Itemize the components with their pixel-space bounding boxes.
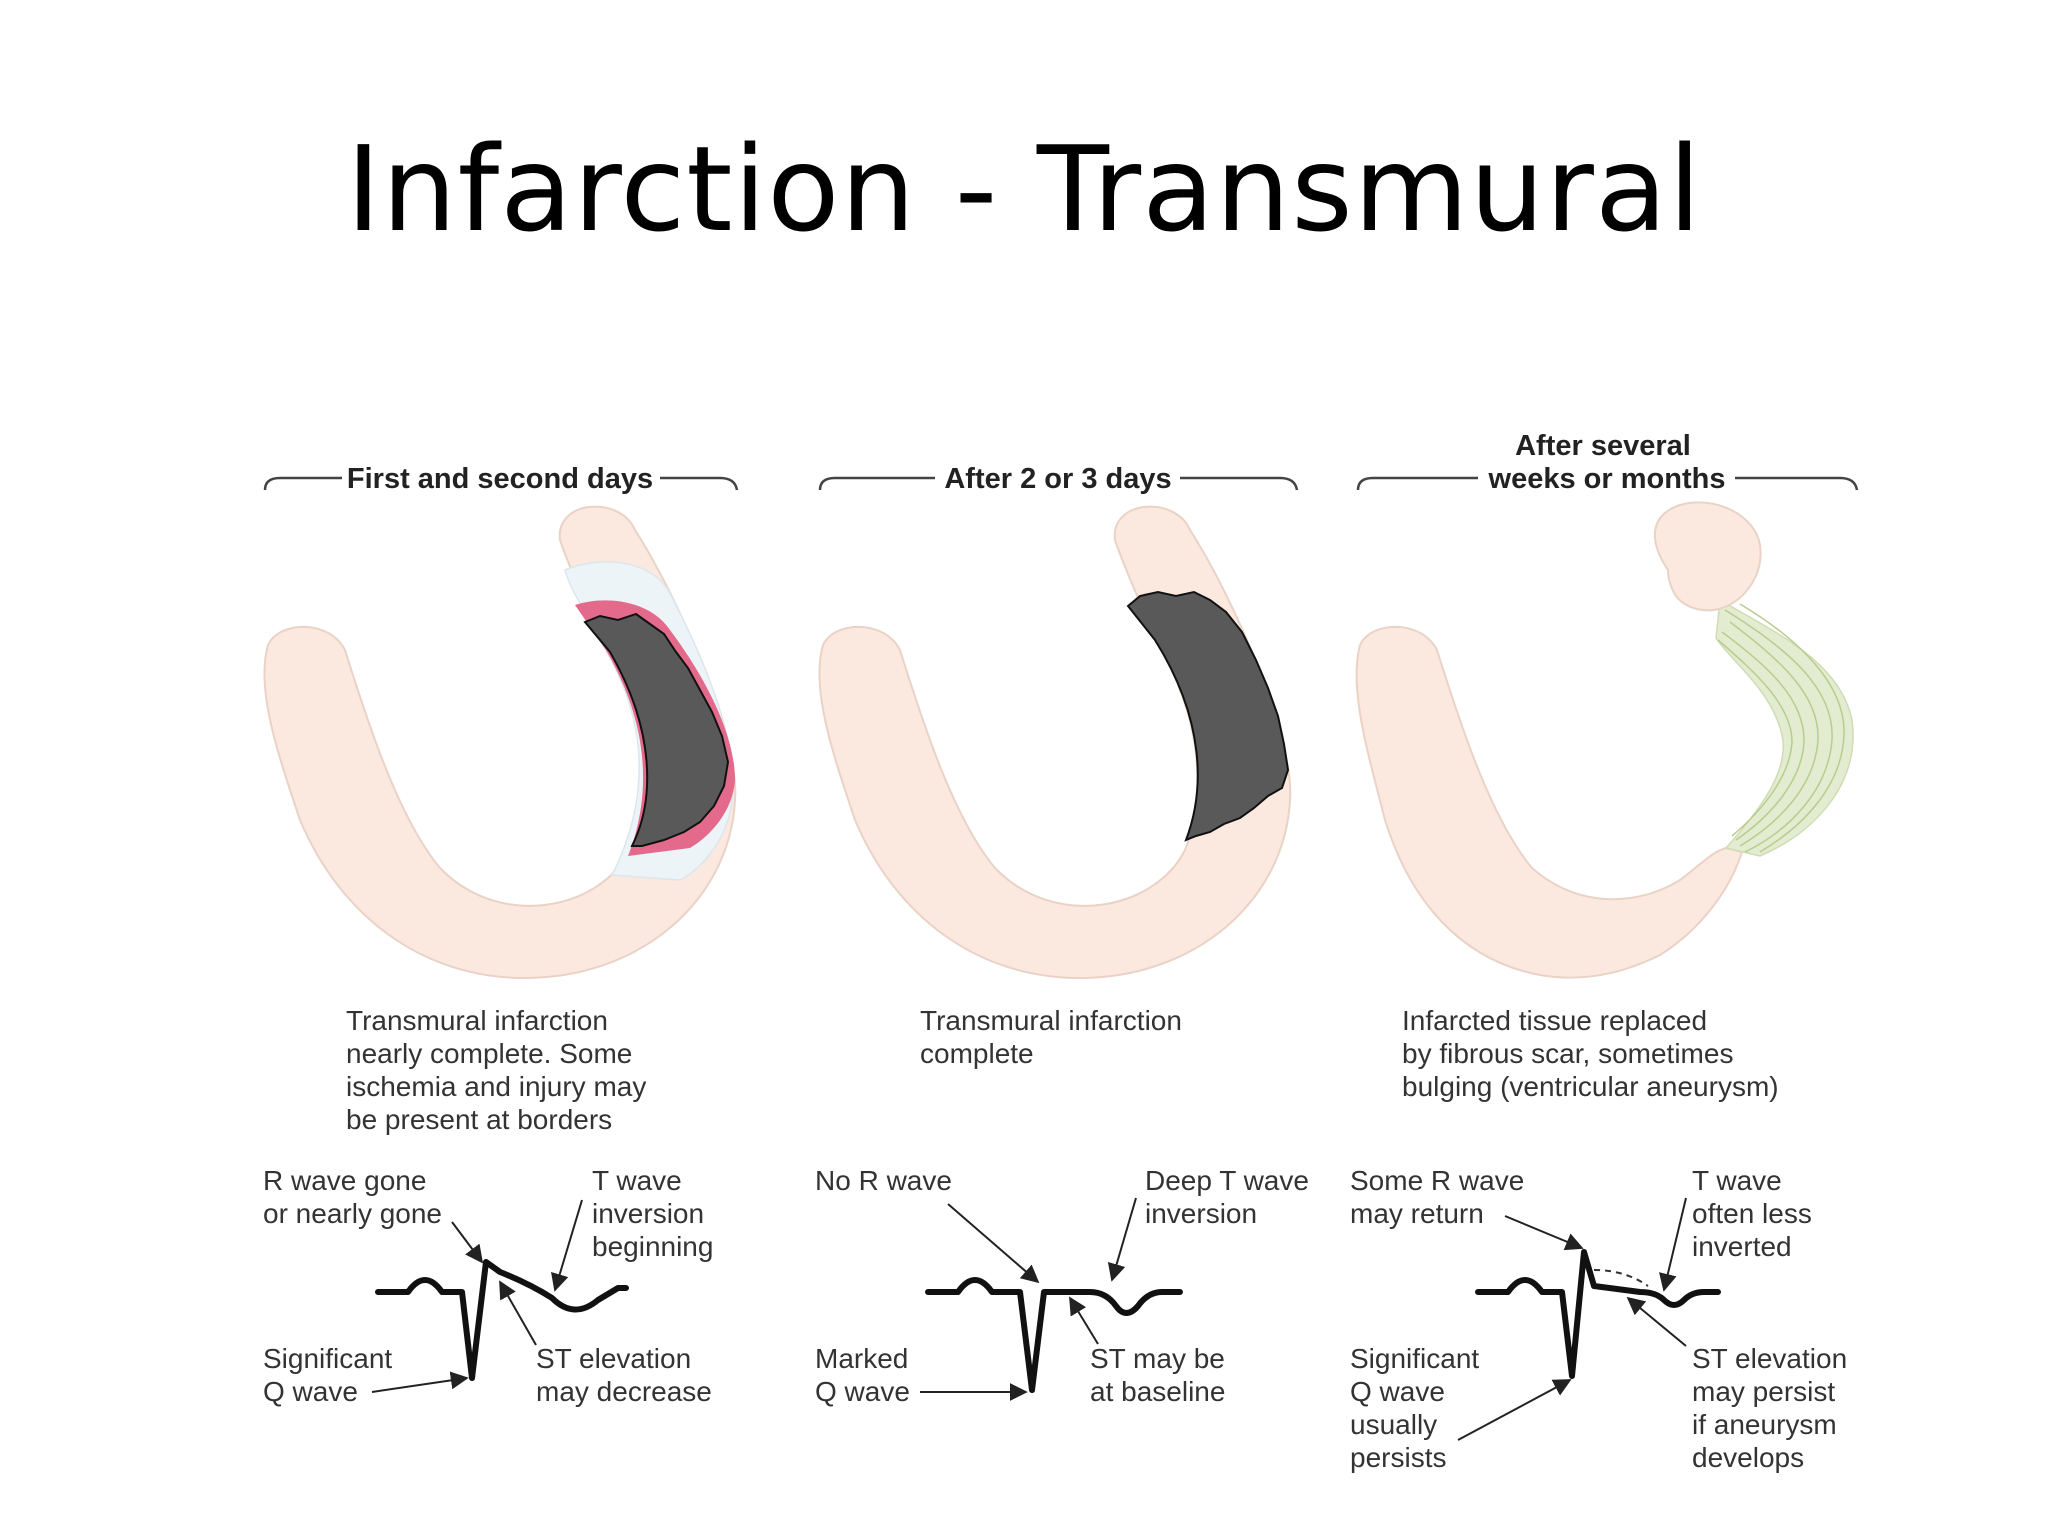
panel-after-2-3-days: After 2 or 3 days Transmural infarction … [815,463,1317,1407]
infarct-core [1126,590,1290,842]
label-t-wave: T wave inversion beginning [592,1165,713,1262]
arrow-q-wave [371,1371,469,1393]
arrow-st-segment [1626,1296,1687,1347]
arrow-st-segment [499,1280,537,1346]
header-bracket [1356,476,1859,491]
fibrous-scar [1715,598,1854,857]
arrow-t-wave [1107,1197,1137,1282]
infarct-core [583,612,730,847]
heart-wall [1355,625,1744,979]
label-r-wave: No R wave [815,1165,952,1196]
header-bracket [263,476,739,491]
label-t-wave: Deep T wave inversion [1145,1165,1317,1229]
panel-after-weeks-months: After several weeks or months Infarcted … [1350,430,1859,1473]
panel-header: After several weeks or months [1488,430,1726,495]
arrow-r-wave [451,1221,484,1264]
label-q-wave: Significant Q wave [263,1343,400,1407]
ecg-trace [1475,1249,1721,1379]
scar-fibers [1717,603,1845,853]
ventricular-aneurysm [1653,501,1762,612]
arrow-t-wave [551,1199,583,1292]
label-r-wave: Some R wave may return [1350,1165,1532,1229]
ecg-dashed-st [1593,1269,1649,1287]
ecg-trace [925,1277,1183,1393]
arrow-r-wave [947,1203,1040,1284]
label-r-wave: R wave gone or nearly gone [263,1165,442,1229]
panel-first-second-days: First and second days Transmural infarct… [263,463,739,1407]
panel-caption: Transmural infarction complete [920,1005,1190,1069]
header-bracket [818,476,1299,491]
panel-caption: Transmural infarction nearly complete. S… [346,1005,654,1135]
label-t-wave: T wave often less inverted [1692,1165,1820,1262]
arrow-t-wave [1659,1197,1687,1292]
arrow-r-wave [1504,1215,1584,1251]
arrow-st-segment [1069,1296,1099,1345]
slide-title: Infarction - Transmural [345,120,1703,258]
label-st-segment: ST may be at baseline [1090,1343,1233,1407]
arrow-q-wave [1457,1379,1572,1441]
label-q-wave: Marked Q wave [815,1343,916,1407]
label-q-wave: Significant Q wave usually persists [1350,1343,1487,1473]
panel-header: After 2 or 3 days [944,463,1171,495]
ecg-trace [375,1259,629,1381]
panel-header: First and second days [347,463,653,495]
panel-caption: Infarcted tissue replaced by fibrous sca… [1402,1005,1779,1102]
label-st-segment: ST elevation may decrease [536,1343,712,1407]
label-st-segment: ST elevation may persist if aneurysm dev… [1692,1343,1855,1473]
